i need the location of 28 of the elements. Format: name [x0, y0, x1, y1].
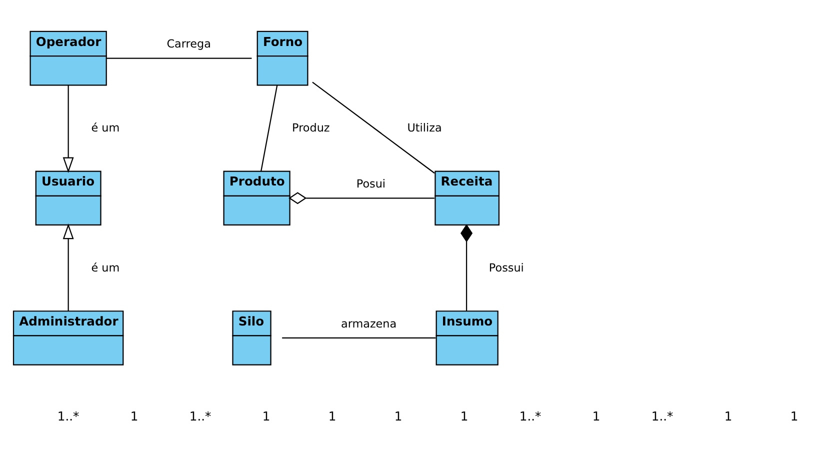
connector: [106, 57, 252, 58]
edge-label: Posui: [356, 177, 386, 190]
label: 1: [724, 409, 732, 424]
label: 1..*: [56, 409, 79, 424]
connector: [260, 84, 278, 171]
connector: [460, 224, 472, 311]
label: 1..*: [518, 409, 541, 424]
label: 1: [460, 409, 468, 424]
arrow: [62, 84, 74, 172]
label: 1: [262, 409, 270, 424]
label: 1: [328, 409, 336, 424]
edge-label: é um: [90, 260, 120, 274]
label: 1: [394, 409, 402, 424]
connector: [288, 192, 434, 204]
edge-label: Produz: [292, 121, 330, 134]
label: 1: [130, 409, 138, 424]
label: 1..*: [188, 409, 211, 424]
edge-label: armazena: [340, 316, 396, 330]
arrow: [62, 222, 74, 311]
edge-label: Carrega: [166, 37, 210, 50]
edge-label: é um: [90, 121, 120, 134]
connector: [312, 81, 434, 174]
edge-label: Utiliza: [406, 121, 442, 134]
label: 1: [592, 409, 600, 424]
edge-label: Possui: [488, 260, 524, 274]
label: 1: [790, 409, 798, 424]
label: 1..*: [650, 409, 673, 424]
connector: [282, 336, 436, 338]
